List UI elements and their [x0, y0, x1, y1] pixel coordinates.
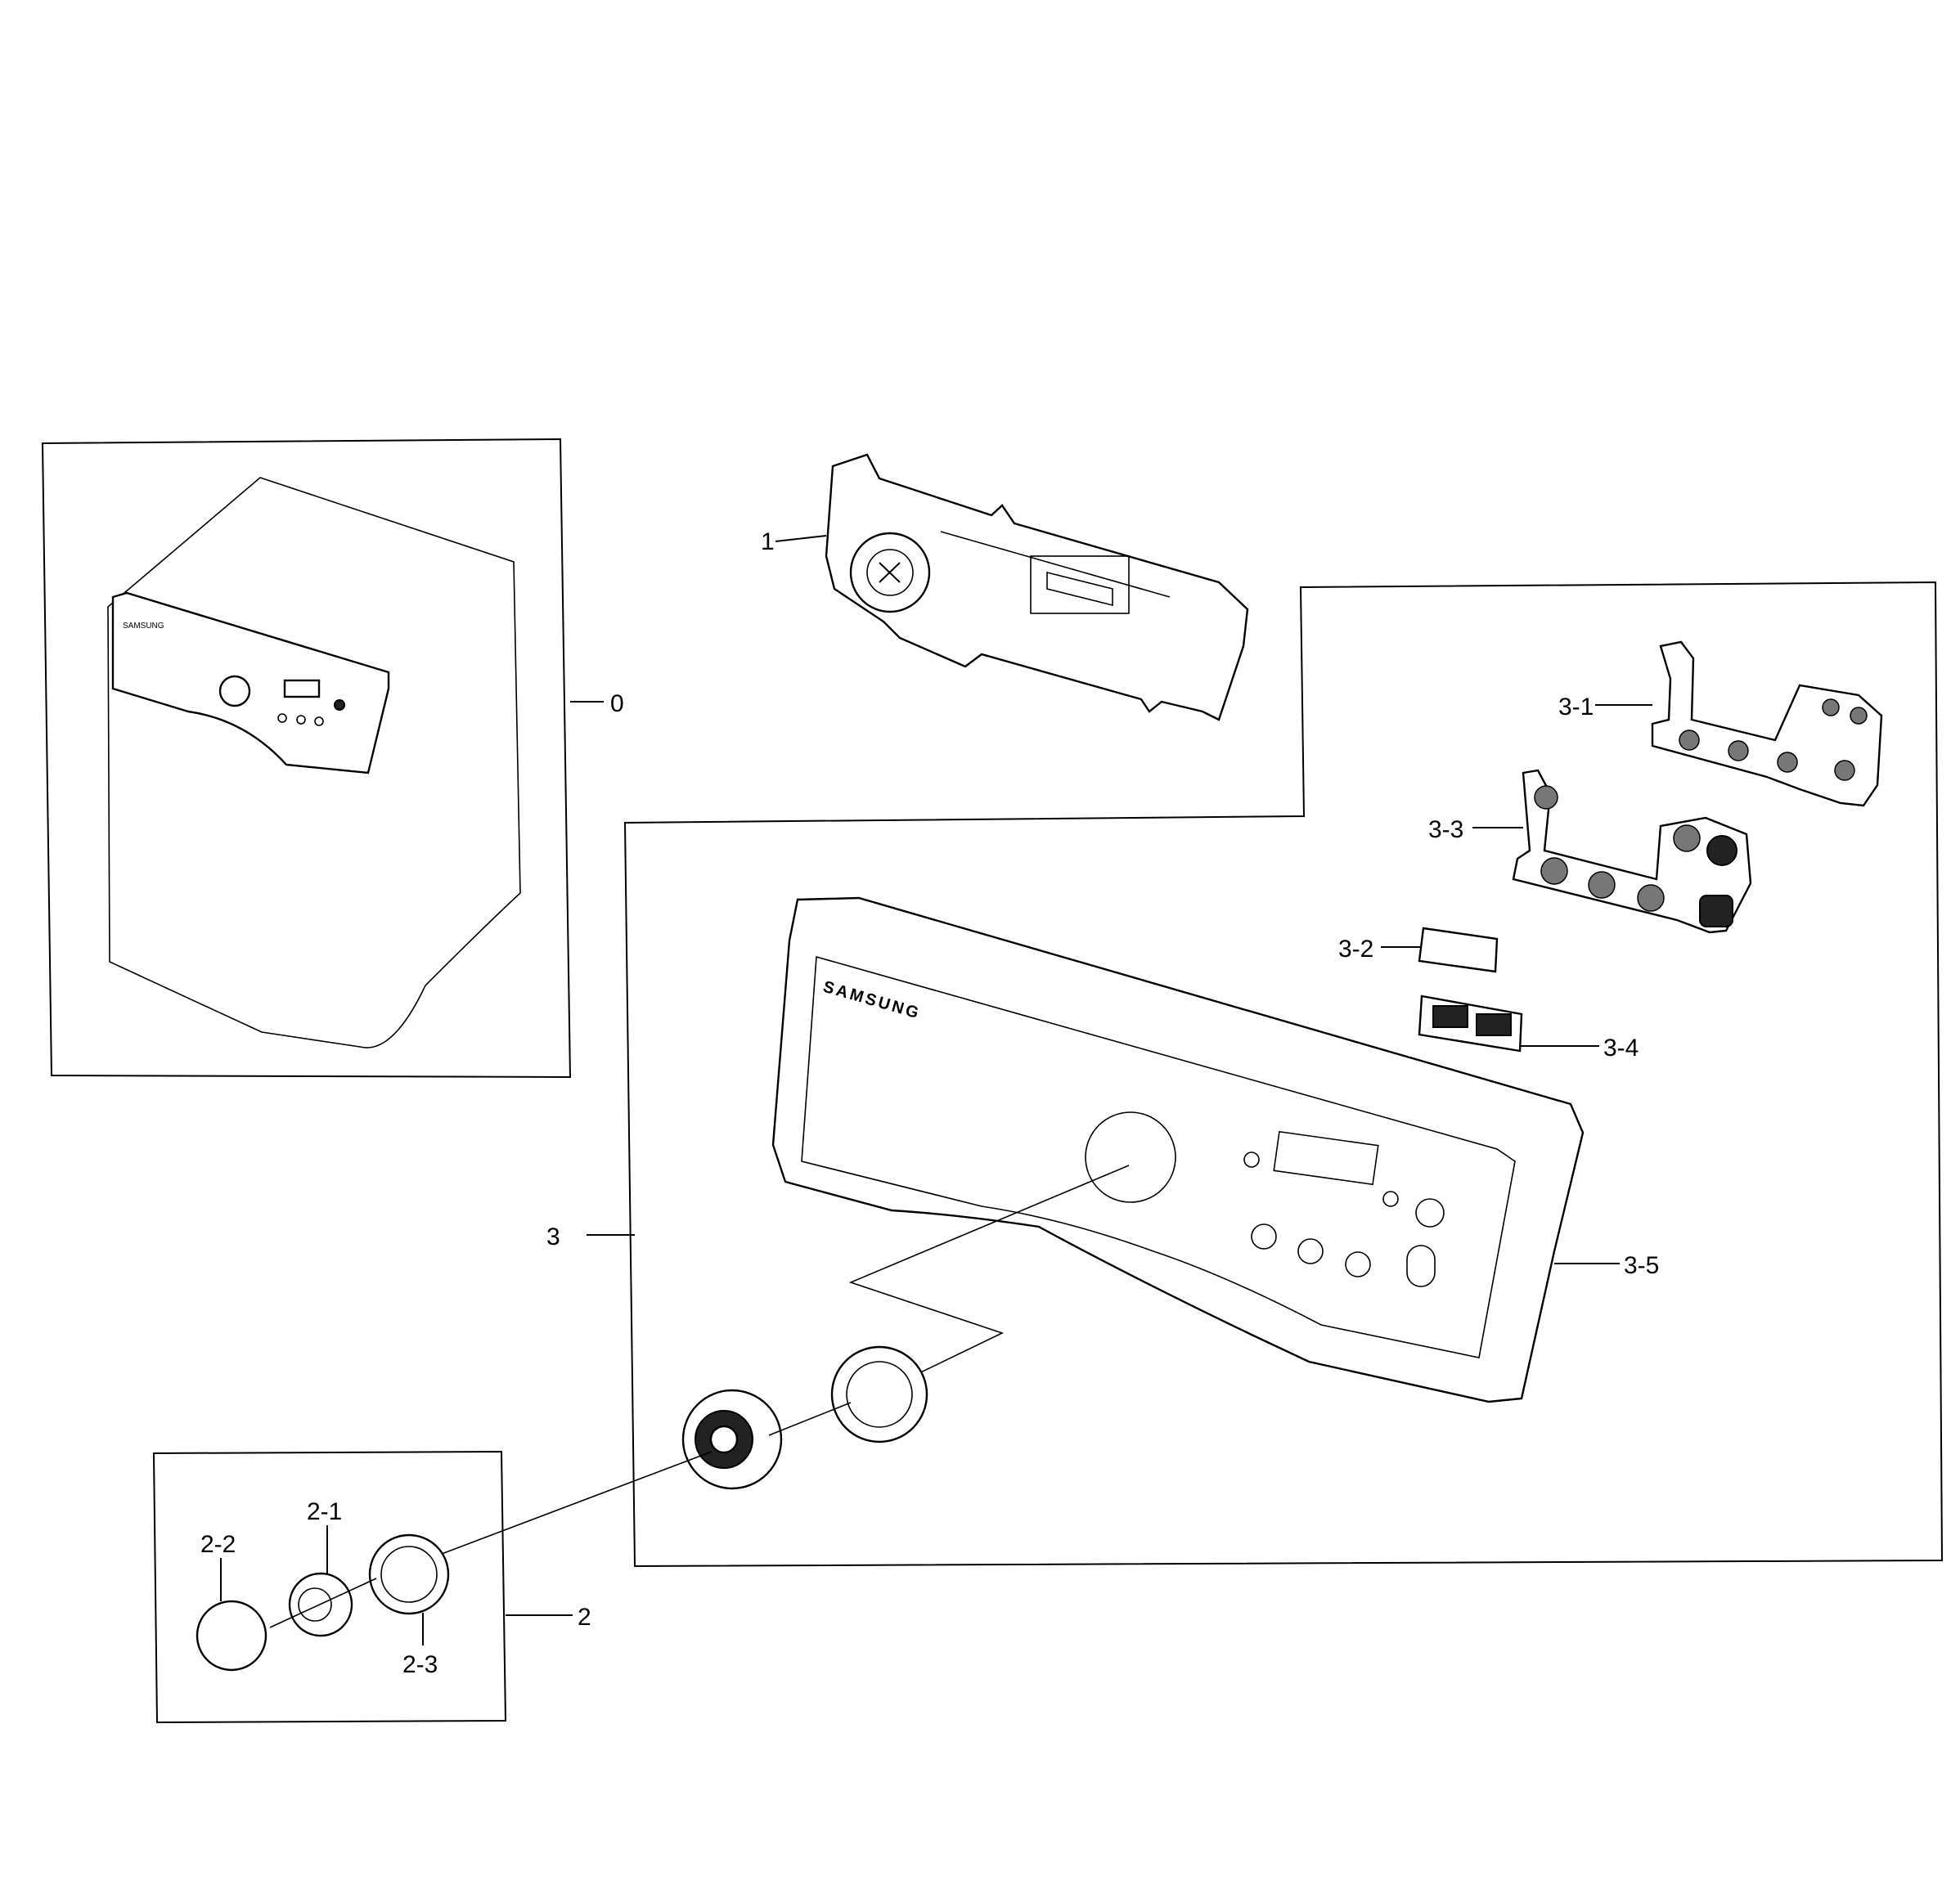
panel-indicator — [1382, 1191, 1399, 1207]
group-0-frame — [41, 438, 572, 1079]
power-icon — [1706, 835, 1737, 866]
button-holder-3-1-key — [1777, 752, 1798, 773]
part-3-2-display-window: 3-2 — [1338, 927, 1499, 973]
part-knob-body — [681, 1389, 783, 1490]
button-set-3-3-key — [1637, 884, 1665, 912]
part-knob-ring — [830, 1345, 928, 1443]
start-pause-icon — [1699, 895, 1733, 927]
group-2-knob-assembly: 2 2-2 2-1 2-3 — [152, 1450, 591, 1724]
washer-button — [334, 699, 345, 711]
knob-ring-2-3-inner — [380, 1546, 438, 1603]
knob-ring-outer — [830, 1345, 928, 1443]
button-set-3-3-key — [1673, 824, 1701, 852]
washer-dial — [218, 675, 251, 707]
label-0: 0 — [610, 690, 624, 717]
control-panel-3-5-inner-edge — [801, 955, 1516, 1358]
board-display-socket — [1046, 571, 1113, 607]
explode-line-group-2 — [269, 1578, 377, 1628]
part-3-1-button-holder: 3-1 — [1558, 640, 1883, 807]
label-3-1: 3-1 — [1558, 694, 1594, 721]
panel-indicator — [1243, 1152, 1260, 1168]
part-3-3-button-set: 3-3 — [1428, 769, 1752, 934]
leader-1 — [775, 535, 827, 542]
panel-button-hole — [1345, 1251, 1371, 1277]
board-dial-hub — [866, 549, 914, 596]
washer-brand-mark: SAMSUNG — [123, 622, 164, 631]
group-2-frame — [152, 1450, 507, 1724]
label-2-3: 2-3 — [402, 1651, 438, 1678]
explode-line-ring — [768, 1402, 852, 1436]
board-rail — [940, 531, 1171, 598]
control-board-frame — [825, 453, 1249, 721]
button-holder-3-1-key — [1679, 730, 1700, 751]
label-3: 3 — [546, 1223, 560, 1250]
label-3-3: 3-3 — [1428, 816, 1463, 843]
explode-line-to-group-2 — [441, 1451, 713, 1555]
explode-line-knob — [848, 1165, 1130, 1391]
washer-button — [277, 713, 287, 723]
panel-button-hole — [1297, 1238, 1324, 1264]
washer-control-panel — [111, 591, 390, 774]
knob-cap-2-2 — [196, 1600, 267, 1672]
control-panel-3-5-body — [771, 896, 1585, 1403]
button-set-3-3-key — [1534, 785, 1558, 810]
washer-cabinet — [107, 477, 521, 1048]
button-holder-3-1-key — [1834, 760, 1855, 781]
part-1-control-board: 1 — [761, 453, 1249, 721]
washer-display — [283, 679, 321, 698]
washer-button — [314, 716, 324, 726]
panel-button-hole — [1415, 1198, 1445, 1228]
button-set-3-3-key — [1588, 871, 1616, 899]
lens-holder-slot — [1432, 1005, 1468, 1028]
label-1: 1 — [761, 528, 775, 555]
label-2: 2 — [578, 1604, 591, 1631]
panel-button-hole — [1251, 1223, 1277, 1250]
button-set-3-3-key — [1540, 857, 1568, 885]
label-3-2: 3-2 — [1338, 936, 1373, 963]
board-dial-cross — [879, 562, 901, 583]
knob-ring-inner — [846, 1361, 913, 1428]
panel-dial-opening — [1085, 1111, 1176, 1203]
button-holder-3-1-body — [1651, 640, 1883, 807]
label-3-4: 3-4 — [1603, 1035, 1639, 1062]
label-3-5: 3-5 — [1624, 1252, 1659, 1279]
part-3-4-lens-holder: 3-4 — [1418, 994, 1639, 1062]
group-0-washer-assembly: SAMSUNG 0 — [41, 438, 624, 1079]
button-holder-3-1-key — [1822, 698, 1840, 716]
button-holder-3-1-key — [1850, 707, 1868, 725]
panel-start-button-hole — [1406, 1245, 1436, 1287]
label-2-2: 2-2 — [200, 1531, 236, 1558]
button-set-3-3-body — [1512, 769, 1752, 934]
knob-2-1-grip — [298, 1587, 332, 1622]
knob-body-center — [709, 1425, 739, 1454]
label-2-1: 2-1 — [307, 1498, 342, 1525]
part-3-5-control-panel: SAMSUNG 3-5 — [771, 896, 1659, 1403]
washer-button — [296, 715, 306, 725]
panel-display-opening — [1273, 1130, 1379, 1186]
button-holder-3-1-key — [1728, 740, 1749, 761]
group-3-frame — [623, 581, 1944, 1568]
display-window-3-2-body — [1418, 927, 1499, 973]
lens-holder-slot — [1476, 1013, 1512, 1036]
